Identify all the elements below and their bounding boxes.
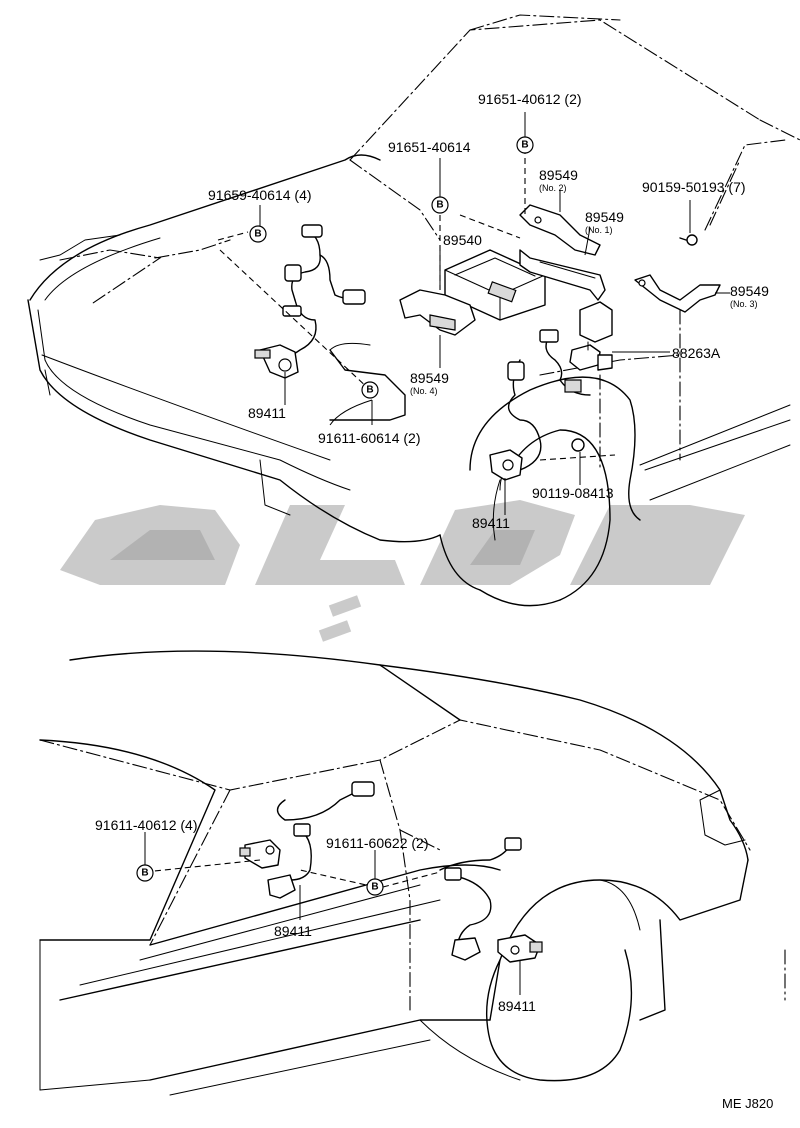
label-89411-front-left: 89411 xyxy=(248,405,286,421)
label-89411-rear-left: 89411 xyxy=(274,923,312,939)
label-91611-60622: 91611-60622 (2) xyxy=(326,835,428,851)
svg-text:B: B xyxy=(521,140,528,151)
label-89549-no1: 89549 xyxy=(585,209,624,225)
svg-text:B: B xyxy=(254,229,261,240)
label-89549-no2: 89549 xyxy=(539,167,578,183)
label-no4: (No. 4) xyxy=(410,386,438,396)
label-89540: 89540 xyxy=(443,232,482,248)
label-91651-40612: 91651-40612 (2) xyxy=(478,91,582,107)
bracket-no1 xyxy=(519,249,606,301)
label-91659-40614: 91659-40614 (4) xyxy=(208,187,312,203)
label-89411-front-right: 89411 xyxy=(472,515,510,531)
bracket-no4 xyxy=(399,289,476,336)
svg-text:B: B xyxy=(141,868,148,879)
label-88263a: 88263A xyxy=(672,345,721,361)
bolt-90159 xyxy=(679,234,698,246)
abs-computer-89540 xyxy=(444,249,546,321)
label-91611-60614: 91611-60614 (2) xyxy=(318,430,420,446)
diagram-code: ME J820 xyxy=(722,1096,773,1111)
front-car-body xyxy=(27,14,800,607)
bracket-no3 xyxy=(634,274,721,313)
relay-88263a xyxy=(569,301,613,371)
label-90119-08413: 90119-08413 xyxy=(532,485,614,501)
bolt-marker-b-3: B xyxy=(249,225,267,243)
watermark-logo xyxy=(60,500,745,642)
label-no2: (No. 2) xyxy=(539,183,567,193)
label-89549-no4: 89549 xyxy=(410,370,449,386)
svg-text:B: B xyxy=(366,385,373,396)
front-left-speed-sensor xyxy=(254,224,366,379)
label-91651-40614: 91651-40614 xyxy=(388,139,471,155)
label-89411-rear-right: 89411 xyxy=(498,998,536,1014)
bolt-marker-b-5: B xyxy=(136,864,154,882)
rear-car-body xyxy=(39,650,786,1096)
bolt-marker-b-2: B xyxy=(431,196,449,214)
svg-text:B: B xyxy=(436,200,443,211)
svg-text:B: B xyxy=(371,882,378,893)
rear-right-speed-sensor xyxy=(439,837,543,963)
leader-lines-upper xyxy=(259,112,730,515)
label-90159-50193: 90159-50193 (7) xyxy=(642,179,746,195)
label-91611-40612: 91611-40612 (4) xyxy=(95,817,197,833)
bolt-marker-b-6: B xyxy=(366,878,384,896)
bolt-marker-b-4: B xyxy=(361,381,379,399)
leader-lines-lower xyxy=(144,832,521,995)
bracket-no2 xyxy=(519,204,601,256)
label-89549-no3: 89549 xyxy=(730,283,769,299)
label-no1: (No. 1) xyxy=(585,225,613,235)
rear-left-speed-sensor xyxy=(239,781,375,899)
bolt-marker-b-1: B xyxy=(516,136,534,154)
front-right-speed-sensor xyxy=(489,329,591,481)
label-no3: (No. 3) xyxy=(730,299,758,309)
